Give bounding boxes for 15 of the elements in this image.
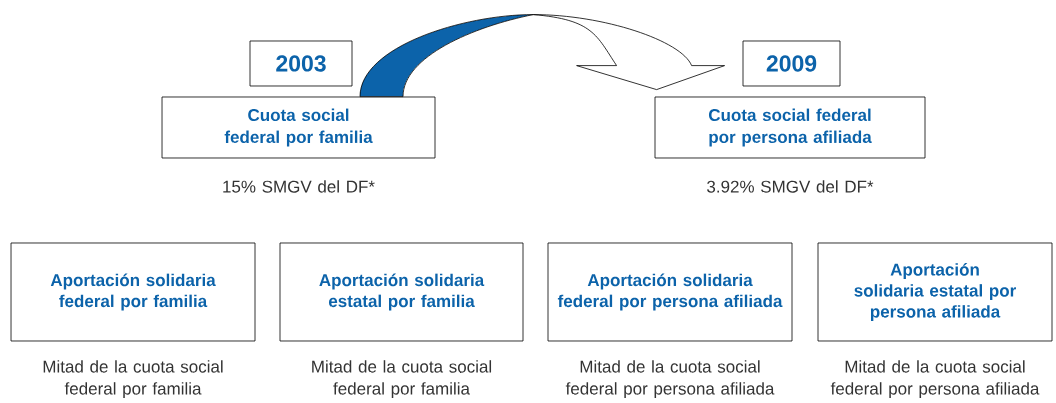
contribution-box: Aportación solidaria federal por persona afiliada: [547, 242, 793, 342]
caption-text: Mitad de la cuota social federal por familia: [312, 360, 492, 399]
caption-text: 15% SMGV del DF*: [223, 180, 375, 193]
caption-text: Mitad de la cuota social federal por persona afiliada: [565, 360, 775, 399]
year-box: 2003: [249, 40, 353, 87]
contribution-box: Aportación solidaria estatal por persona afiliada: [817, 242, 1053, 342]
caption-text: 3.92% SMGV del DF*: [707, 180, 874, 193]
curved-arrow: [359, 14, 725, 97]
caption-text: Mitad de la cuota social federal por familia: [43, 360, 223, 399]
contribution-box: Aportación solidaria federal por familia: [10, 242, 256, 342]
year-box: 2009: [742, 40, 841, 87]
caption-text: Mitad de la cuota social federal por persona afiliada: [830, 360, 1040, 399]
contribution-box: Aportación solidaria estatal por familia: [279, 242, 524, 342]
quota-box: Cuota social federal por persona afiliada: [654, 96, 926, 159]
quota-box: Cuota social federal por familia: [161, 96, 436, 159]
